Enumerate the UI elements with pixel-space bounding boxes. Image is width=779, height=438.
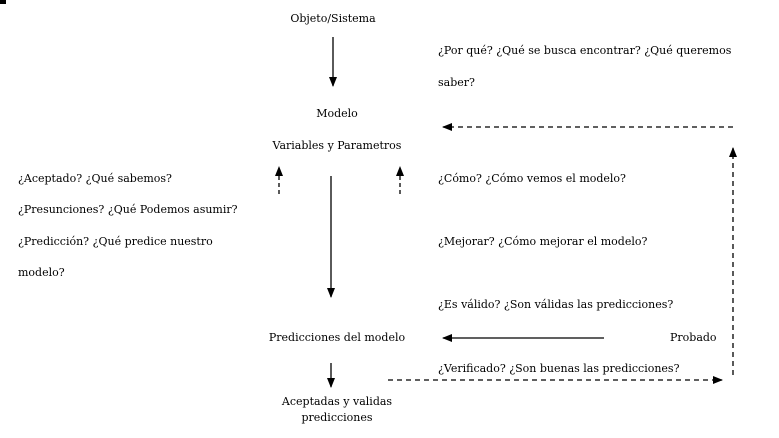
node-modelo: Modelo [316,107,358,120]
question-prediccion-line1: ¿Predicción? ¿Qué predice nuestro [18,235,213,248]
question-valido: ¿Es válido? ¿Son válidas las prediccione… [438,298,674,311]
question-verificado: ¿Verificado? ¿Son buenas las prediccione… [438,362,680,375]
question-porque-line2: saber? [438,76,475,89]
node-aceptadas-line2: predicciones [301,411,373,424]
question-presunciones: ¿Presunciones? ¿Qué Podemos asumir? [18,203,238,216]
node-probado: Probado [670,331,717,344]
question-como: ¿Cómo? ¿Cómo vemos el modelo? [438,172,626,185]
node-aceptadas-line1: Aceptadas y validas [281,395,393,408]
corner-mark [0,0,6,4]
node-predicciones: Predicciones del modelo [268,331,406,344]
question-porque-line1: ¿Por qué? ¿Qué se busca encontrar? ¿Qué … [438,44,732,57]
node-variables: Variables y Parametros [272,139,402,152]
question-mejorar: ¿Mejorar? ¿Cómo mejorar el modelo? [438,235,648,248]
question-prediccion-line2: modelo? [18,266,65,279]
node-objeto-sistema: Objeto/Sistema [290,12,376,25]
question-aceptado: ¿Aceptado? ¿Qué sabemos? [18,172,172,185]
